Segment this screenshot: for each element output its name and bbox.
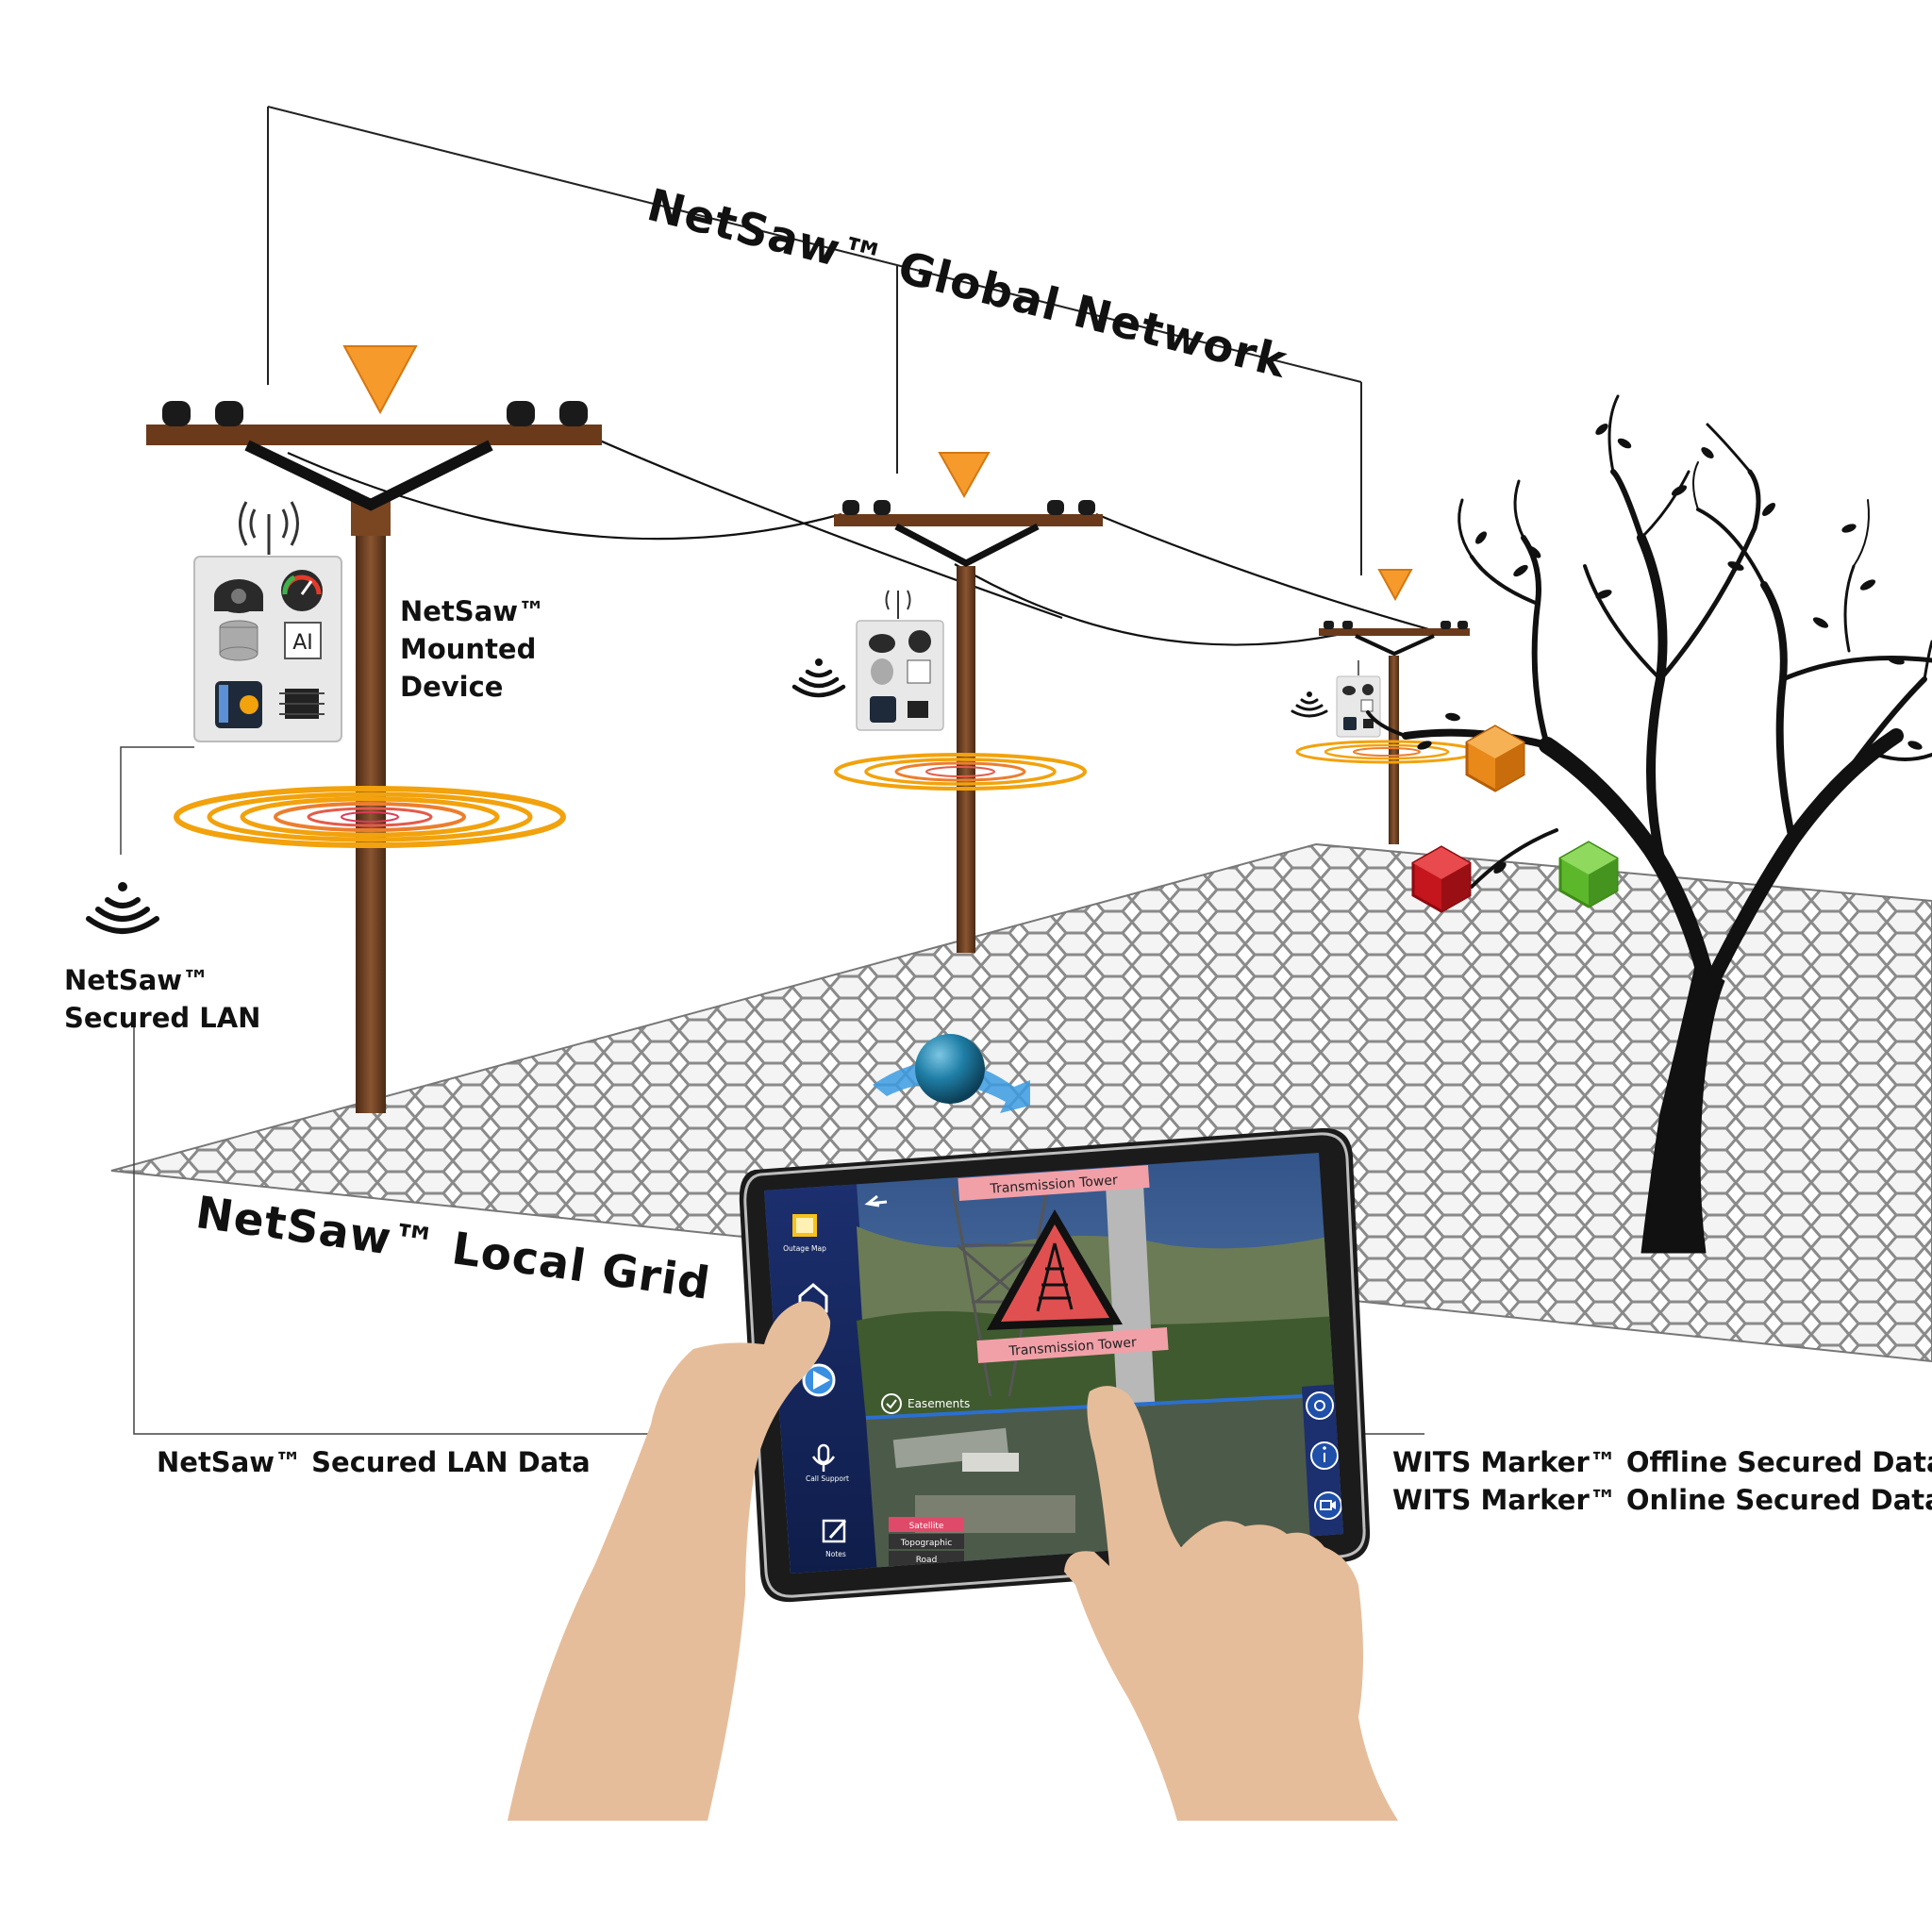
microchip-icon — [279, 689, 325, 719]
green-cube-marker — [1558, 841, 1619, 908]
info-icon[interactable] — [1310, 1441, 1339, 1470]
layer-option-satellite[interactable] — [889, 1517, 964, 1532]
position-orb-icon — [873, 1034, 1030, 1113]
netsaw-device-2 — [856, 590, 944, 731]
secured-lan-label: NetSaw™ Secured LAN — [64, 961, 260, 1037]
radio-waves-pole-3 — [1295, 740, 1478, 764]
wifi-icon — [791, 658, 846, 698]
red-cube-marker — [1411, 845, 1472, 913]
ai-chip-label: AI — [292, 631, 313, 655]
wits-online-label: WITS Marker™ Online Secured Data — [1392, 1484, 1932, 1516]
easements-label: Easements — [908, 1397, 970, 1410]
left-hand — [508, 1301, 831, 1821]
wits-offline-label: WITS Marker™ Offline Secured Data — [1392, 1446, 1932, 1478]
layer-label-topographic: Topographic — [900, 1539, 953, 1548]
gauge-icon — [281, 570, 323, 611]
wifi-icon — [86, 882, 159, 934]
radio-waves-pole-2 — [834, 753, 1087, 791]
back-arrow-icon[interactable] — [864, 1194, 888, 1208]
insulators — [162, 401, 588, 426]
mounted-device-label: NetSaw™ Mounted Device — [400, 592, 545, 706]
locate-icon[interactable] — [1306, 1391, 1334, 1420]
wifi-icon — [1291, 691, 1328, 718]
sidebar-item-call-support[interactable]: Call Support — [806, 1443, 849, 1483]
tablet-screen: Transmission Tower Transmission Tower Ea… — [764, 1153, 1343, 1574]
right-hand — [1064, 1386, 1398, 1821]
antenna-icon — [239, 501, 299, 555]
global-network-lines — [267, 106, 1362, 575]
pole-marker-icons — [342, 345, 1413, 602]
sidebar-item-notes[interactable]: Notes — [822, 1519, 847, 1558]
ar-camera-view: Transmission Tower Transmission Tower Ea… — [857, 1164, 1340, 1420]
mounted-device-line3: Device — [400, 671, 504, 703]
mounted-device-line2: Mounted — [400, 633, 537, 665]
radio-waves-pole-1 — [174, 786, 566, 848]
camera-icon — [214, 579, 263, 613]
tree-silhouette — [1366, 394, 1932, 1254]
sidebar-label-call-support: Call Support — [806, 1474, 849, 1483]
secured-lan-line2: Secured LAN — [64, 1002, 261, 1034]
map-controls — [1302, 1384, 1343, 1558]
utility-pole-3 — [1319, 621, 1470, 844]
netsaw-device-1: AI — [193, 501, 342, 742]
secured-lan-line1: NetSaw™ — [64, 964, 210, 996]
sidebar-label-outage-map: Outage Map — [783, 1244, 826, 1253]
sidebar-label-notes: Notes — [825, 1550, 846, 1558]
database-icon — [219, 620, 258, 661]
ai-chip-icon: AI — [284, 622, 322, 659]
sidebar-items: Outage Map Call Support Notes — [783, 1214, 849, 1558]
sensor-icon — [215, 681, 262, 728]
secured-lan-data-label: NetSaw™ Secured LAN Data — [157, 1446, 591, 1478]
layer-label-road: Road — [916, 1556, 938, 1565]
ar-warning-sign — [987, 1209, 1123, 1330]
netsaw-device-3 — [1336, 660, 1381, 738]
layer-label-satellite: Satellite — [909, 1522, 944, 1531]
map-layer-menu: Satellite Topographic Road — [889, 1517, 964, 1566]
power-lines — [287, 432, 1433, 646]
layer-option-topographic[interactable] — [889, 1534, 964, 1549]
video-camera-icon[interactable] — [1314, 1491, 1342, 1520]
orange-cube-marker — [1465, 724, 1525, 792]
easements-toggle[interactable]: Easements — [881, 1393, 970, 1414]
sidebar-item-outage-map[interactable]: Outage Map — [783, 1214, 826, 1253]
navigate-icon[interactable] — [802, 1363, 836, 1397]
layer-option-road[interactable] — [889, 1551, 964, 1566]
mounted-device-line1: NetSaw™ — [400, 595, 546, 627]
